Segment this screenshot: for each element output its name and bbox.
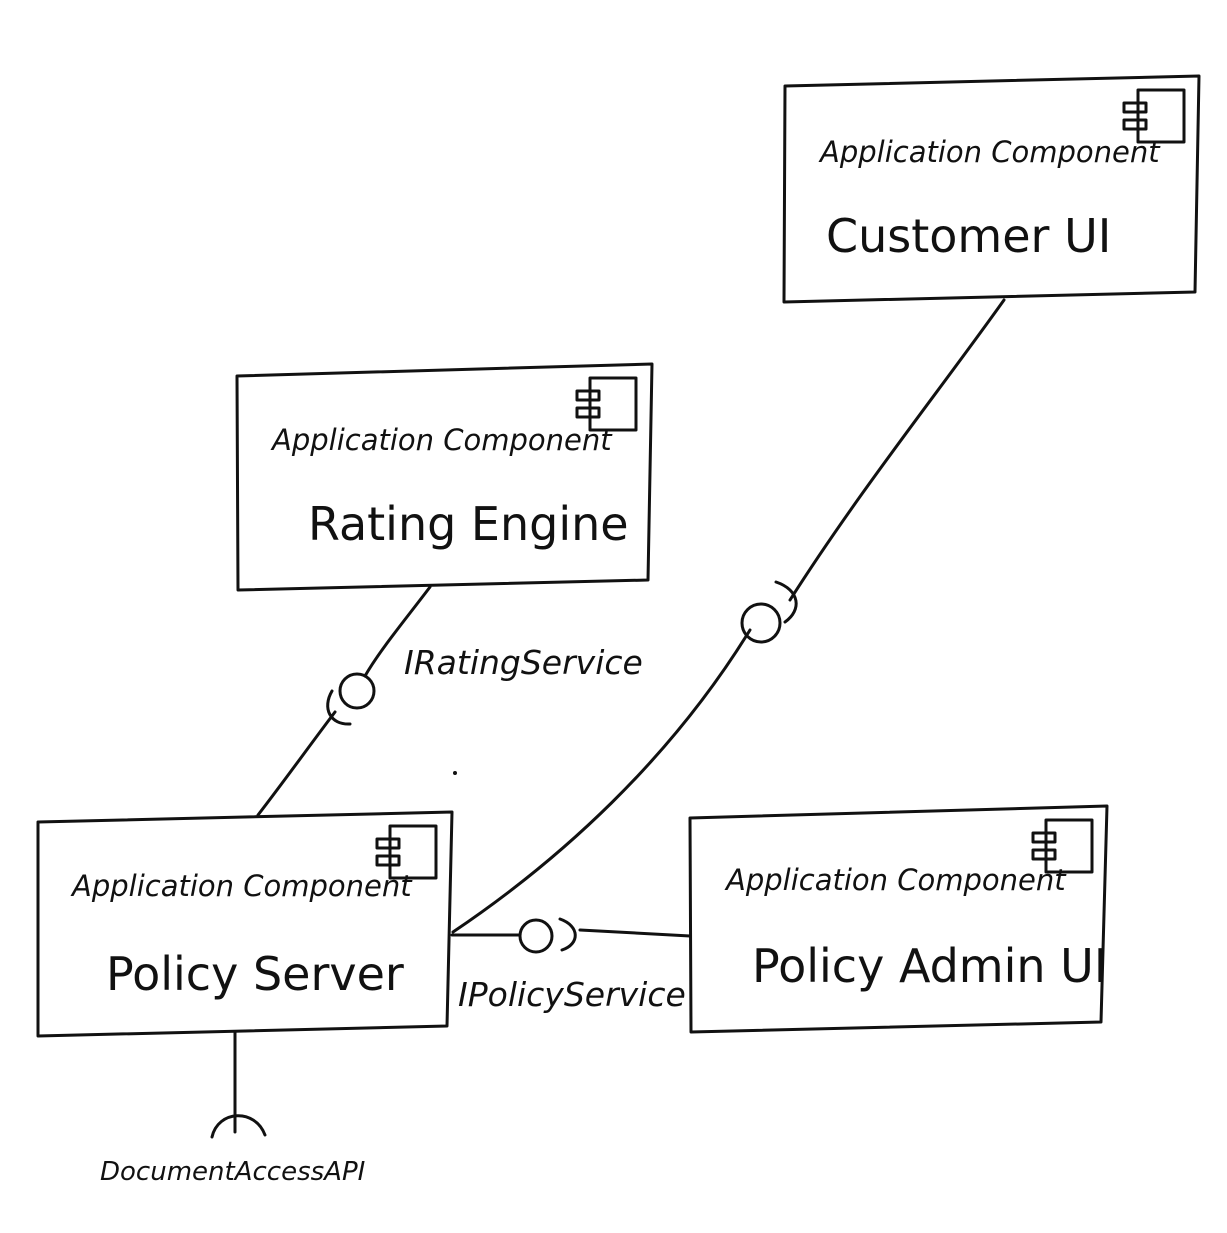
provided-interface-ball-icon: [338, 672, 376, 710]
component-policy-server[interactable]: Application Component Policy Server: [36, 810, 454, 1038]
component-stereotype: Application Component: [818, 135, 1161, 169]
stray-dot: [453, 771, 457, 775]
policy-service-lollipop: [518, 917, 577, 954]
document-access-socket: [210, 1114, 267, 1139]
required-interface-socket-icon: [558, 917, 577, 952]
policy-service-label: IPolicyService: [458, 975, 686, 1014]
policy-service-connector: [450, 928, 692, 938]
component-stereotype: Application Component: [70, 869, 413, 903]
component-name: Customer UI: [826, 209, 1111, 263]
required-interface-socket-icon: [326, 689, 352, 726]
rating-service-lollipop: [326, 672, 376, 726]
component-name: Policy Admin UI: [752, 939, 1107, 993]
rating-engine-connector: [256, 585, 432, 817]
component-rating-engine[interactable]: Application Component Rating Engine: [235, 362, 654, 592]
policy-server-to-customer-ui-line: [451, 628, 752, 934]
component-box: [688, 804, 1109, 1034]
component-stereotype: Application Component: [724, 863, 1067, 897]
customer-ui-connector: [451, 298, 1006, 934]
component-box: [782, 74, 1201, 304]
document-access-label: DocumentAccessAPI: [100, 1157, 365, 1187]
component-box: [235, 362, 654, 592]
customer-ui-requires-line: [788, 298, 1006, 602]
required-interface-socket-icon: [210, 1114, 267, 1139]
required-interface-socket-icon: [774, 580, 798, 624]
provided-interface-ball-icon: [518, 918, 554, 954]
component-icon: [575, 376, 638, 432]
policy-admin-requires-line: [578, 928, 692, 938]
customer-ui-lollipop: [740, 580, 798, 644]
rating-engine-provides-line: [363, 585, 432, 678]
rating-service-label: IRatingService: [404, 643, 643, 682]
component-name: Rating Engine: [308, 497, 629, 551]
component-stereotype: Application Component: [270, 423, 613, 457]
provided-interface-ball-icon: [740, 602, 782, 644]
component-icon: [375, 824, 438, 880]
component-icon: [1031, 818, 1094, 874]
component-policy-admin-ui[interactable]: Application Component Policy Admin UI: [688, 804, 1109, 1034]
component-box: [36, 810, 454, 1038]
component-name: Policy Server: [106, 947, 404, 1001]
component-customer-ui[interactable]: Application Component Customer UI: [782, 74, 1201, 304]
policy-server-requires-rating-line: [256, 710, 337, 817]
component-icon: [1122, 88, 1186, 144]
